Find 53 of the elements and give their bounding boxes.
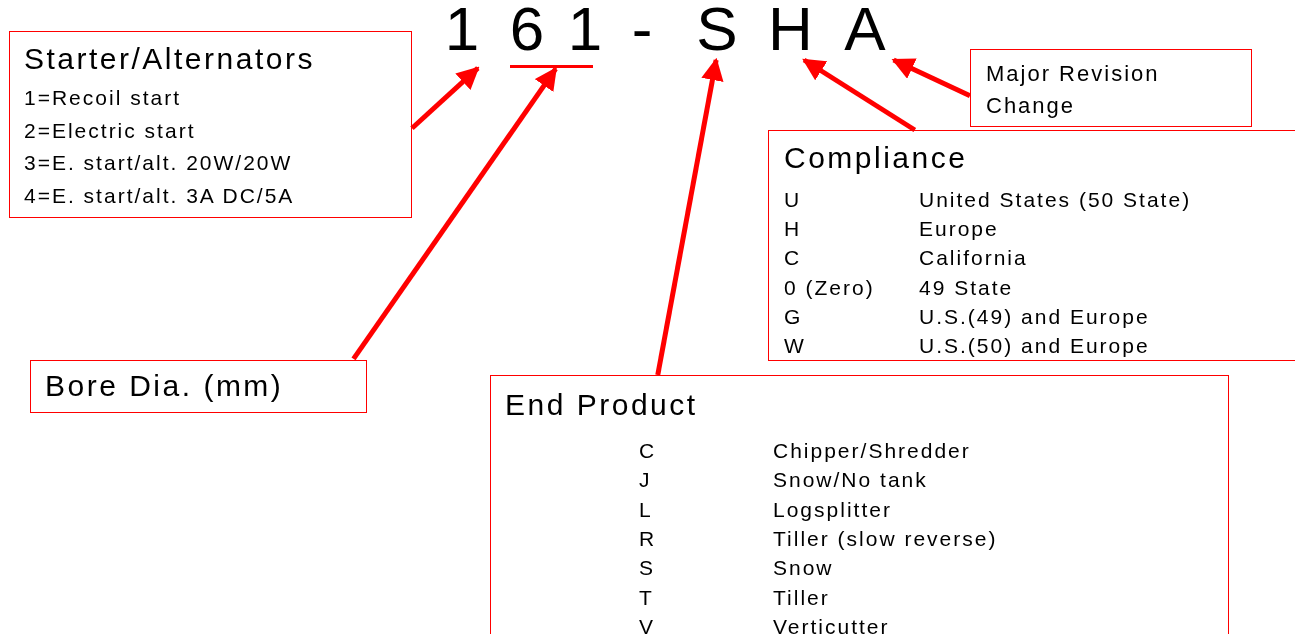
- code-description: United States (50 State): [919, 188, 1192, 212]
- code-character: -: [620, 0, 664, 60]
- code-letter: T: [639, 585, 654, 610]
- box-text: 1=Recoil start: [24, 86, 181, 110]
- box-heading: Compliance: [784, 141, 968, 175]
- code-description: U.S.(50) and Europe: [919, 334, 1150, 358]
- box-text: 2=Electric start: [24, 118, 196, 143]
- code-description: Snow/No tank: [773, 468, 928, 493]
- code-description: California: [919, 246, 1028, 271]
- code-character: 6: [505, 0, 549, 60]
- code-letter: 0 (Zero): [784, 275, 875, 300]
- code-character: H: [768, 0, 812, 60]
- box-text: Major Revision Change: [986, 60, 1161, 120]
- code-description: 49 State: [919, 275, 1014, 300]
- label-box: [30, 360, 367, 413]
- label-box: [9, 31, 412, 218]
- code-character: A: [843, 0, 887, 60]
- box-heading: Bore Dia. (mm): [45, 369, 284, 403]
- code-letter: S: [639, 556, 655, 581]
- code-letter: L: [639, 497, 653, 522]
- code-letter: G: [784, 304, 803, 329]
- code-character: 1: [440, 0, 484, 60]
- label-box: [490, 375, 1229, 634]
- code-description: Tiller (slow reverse): [773, 526, 998, 551]
- code-description: U.S.(49) and Europe: [919, 304, 1150, 329]
- code-letter: H: [784, 217, 802, 242]
- code-letter: C: [784, 246, 802, 271]
- code-letter: J: [639, 468, 652, 493]
- box-text: 4=E. start/alt. 3A DC/5A: [24, 183, 295, 208]
- arrow: [351, 67, 558, 361]
- box-text: 3=E. start/alt. 20W/20W: [24, 151, 293, 175]
- box-heading: Starter/Alternators: [24, 42, 315, 76]
- code-character: S: [695, 0, 739, 60]
- code-description: Chipper/Shredder: [773, 439, 971, 463]
- arrow: [891, 57, 972, 99]
- code-letter: U: [784, 188, 802, 212]
- code-description: Logsplitter: [773, 497, 892, 522]
- underline-bar: [510, 65, 593, 68]
- code-letter: W: [784, 334, 806, 358]
- arrow: [410, 66, 480, 131]
- code-description: Tiller: [773, 585, 830, 610]
- code-letter: V: [639, 614, 655, 634]
- code-description: Europe: [919, 217, 999, 242]
- code-character: 1: [563, 0, 607, 60]
- arrow: [802, 57, 917, 133]
- arrow: [655, 57, 724, 376]
- label-box: [768, 130, 1295, 361]
- code-description: Snow: [773, 556, 834, 581]
- label-box: [970, 49, 1252, 127]
- box-heading: End Product: [505, 388, 698, 422]
- code-description: Verticutter: [773, 614, 890, 634]
- code-letter: R: [639, 526, 657, 551]
- code-letter: C: [639, 439, 657, 463]
